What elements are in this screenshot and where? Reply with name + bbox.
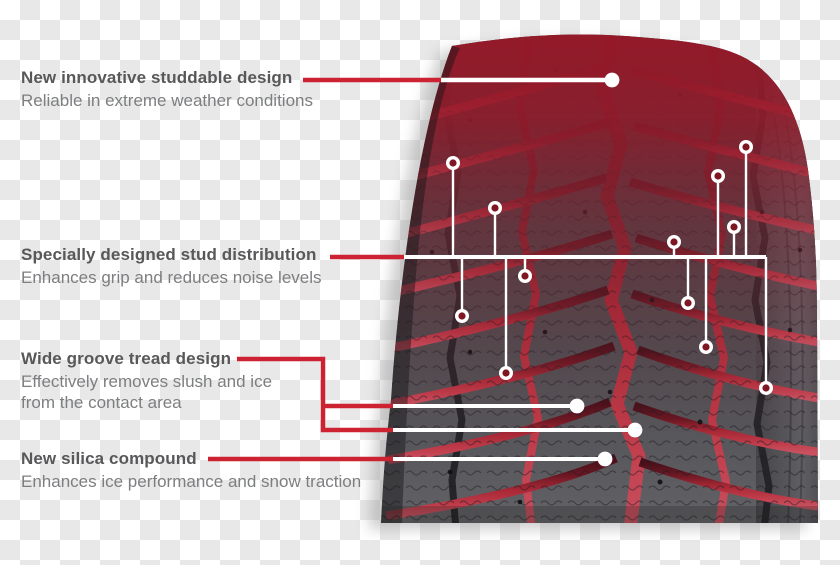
callout-title: New innovative studdable design	[21, 68, 293, 87]
stud-marker-center	[730, 223, 738, 231]
stud-marker-center	[521, 272, 529, 280]
callout-studdable: New innovative studdable design Reliable…	[21, 68, 313, 111]
callout-title: New silica compound	[21, 449, 197, 468]
stud-marker-center	[684, 299, 692, 307]
stud-marker-center	[502, 369, 510, 377]
callout-title: Specially designed stud distribution	[21, 245, 317, 264]
callout-description: Effectively removes slush and ice from t…	[21, 372, 273, 412]
stud-marker-center	[449, 159, 457, 167]
line-end-dot	[597, 451, 613, 467]
line-end-dot	[569, 398, 585, 414]
stud-marker-center	[491, 204, 499, 212]
wide-groove-bracket-red	[237, 356, 393, 433]
callout-wide-groove: Wide groove tread design Effectively rem…	[21, 349, 283, 413]
stud-marker-center	[670, 238, 678, 246]
callout-silica: New silica compound Enhances ice perform…	[21, 449, 361, 492]
callout-title: Wide groove tread design	[21, 349, 232, 368]
stud-marker-center	[458, 312, 466, 320]
line-end-dot	[627, 422, 643, 438]
tread-pattern	[381, 34, 818, 523]
callout-stud-distribution: Specially designed stud distribution Enh…	[21, 245, 322, 288]
stud-marker-center	[762, 384, 770, 392]
stud-marker-center	[702, 343, 710, 351]
stud-marker-center	[714, 172, 722, 180]
callout-description: Reliable in extreme weather conditions	[21, 91, 313, 110]
callout-description: Enhances ice performance and snow tracti…	[21, 472, 362, 491]
line-end-dot	[604, 72, 620, 88]
callout-description: Enhances grip and reduces noise levels	[21, 268, 322, 287]
stud-marker-center	[742, 143, 750, 151]
